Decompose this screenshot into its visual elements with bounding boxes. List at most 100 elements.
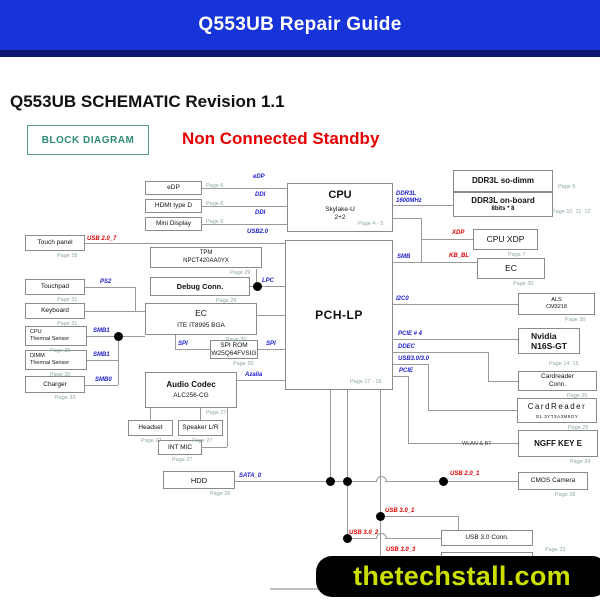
block-debug: Debug Conn. [150, 277, 250, 296]
page-ref: Page 24 [570, 459, 591, 465]
page-ref: Page 26 [210, 491, 231, 497]
page-ref: Page 6 [206, 201, 224, 207]
wire [428, 364, 429, 410]
page-ref: Page 6 [206, 183, 224, 189]
page-ref: Page 9 [558, 184, 576, 190]
block-label: EC [195, 308, 207, 318]
block-touchpad: Touchpad [25, 279, 85, 295]
block-sublabel: 8bits * 8 [491, 205, 515, 212]
signal-label: USB 2.0_7 [87, 236, 117, 242]
wire [393, 262, 477, 263]
signal-label: I2C0 [396, 296, 409, 302]
watermark-bar: thetechstall.com [316, 556, 600, 597]
wire [258, 349, 285, 350]
block-speaker: Speaker L/R [178, 420, 223, 436]
page-ref: Page 17 - 19 [350, 379, 382, 385]
wire [393, 205, 453, 206]
block-charger: Charger [25, 376, 85, 393]
wire [237, 380, 285, 381]
page-ref: Page 30 [50, 348, 71, 354]
junction-dot [439, 477, 448, 486]
block-label: Debug Conn. [176, 282, 224, 291]
wire [175, 335, 176, 349]
block-label: CardReader [527, 402, 587, 411]
block-label: USB 3.0 Conn. [465, 534, 509, 542]
page-ref: Page 20 [233, 361, 254, 367]
signal-label: USB2.0 [247, 229, 269, 235]
block-headset: Headset [128, 420, 173, 436]
wire [200, 408, 201, 420]
wire [380, 516, 458, 517]
signal-label: PCIE [399, 368, 414, 374]
block-als: ALS CM3218 [518, 293, 595, 315]
block-label: CPU XDP [486, 234, 525, 245]
wire [421, 239, 473, 240]
block-label: Headset [138, 424, 163, 432]
block-hdmi: HDMI type D [145, 199, 202, 213]
standby-subtitle: Non Connected Standby [182, 129, 380, 148]
signal-label: XDP [452, 230, 465, 236]
signal-label: DDI [255, 210, 266, 216]
block-label: Touch panel [37, 239, 73, 247]
block-label: PCH-LP [315, 307, 363, 322]
block-label: eDP [167, 184, 180, 192]
wire [393, 364, 428, 365]
wire [85, 243, 285, 244]
block-label: Speaker L/R [182, 424, 219, 432]
block-sublabel: ITE IT8995 BGA [177, 322, 225, 330]
signal-label: SMB1 [93, 328, 110, 334]
block-dimm-thermal: DIMM Thermal Sensor [25, 350, 87, 370]
page-ref: Page 25 [568, 425, 589, 431]
block-cmos: CMOS Camera [518, 472, 588, 490]
signal-label: DDI [255, 192, 266, 198]
block-cpu-xdp: CPU XDP [473, 229, 538, 250]
wire [250, 286, 285, 287]
wire [408, 376, 409, 443]
block-label: Cardreader Conn. [541, 373, 574, 388]
block-label: DDR3L so-dimm [471, 176, 535, 186]
wire [135, 287, 136, 311]
block-edp: eDP [145, 181, 202, 195]
signal-label: USB 3.0_1 [385, 508, 415, 514]
page-ref: Page 28 [555, 492, 576, 498]
signal-label: SPI [266, 341, 276, 347]
block-label: Audio Codec [166, 379, 216, 389]
wire [347, 390, 348, 538]
block-label: DDR3L on-board [471, 196, 535, 206]
block-label: CPU Thermal Sensor [30, 329, 70, 342]
wire [345, 538, 376, 539]
junction-dot [114, 332, 123, 341]
wire [85, 360, 118, 361]
wire [393, 352, 488, 353]
page-ref: Page 30 [50, 372, 71, 378]
signal-label: PCIE # 4 [398, 331, 423, 337]
block-ngff: NGFF KEY E [518, 430, 598, 457]
wire [235, 481, 376, 482]
wire [150, 408, 151, 420]
page-ref: Page 7 [508, 252, 526, 258]
block-nvidia: Nvidia N16S-GT [518, 328, 580, 354]
footer-wire-stub [270, 588, 318, 590]
block-label: INT MIC [167, 443, 193, 451]
signal-label: DDR3L 1600MHz [396, 191, 422, 204]
wire [458, 516, 459, 530]
block-diagram-button[interactable]: BLOCK DIAGRAM [27, 125, 149, 155]
wire [85, 311, 145, 312]
block-tpm: TPM NPCT420AA0YX [150, 247, 262, 268]
block-label: Nvidia N16S-GT [531, 330, 567, 351]
junction-dot [326, 477, 335, 486]
signal-label: SMB [397, 254, 411, 260]
block-sublabel: GL 3YT3A3M9GY [535, 413, 579, 419]
page-ref: Page 25 [567, 393, 588, 399]
block-label: CPU [328, 189, 352, 201]
wire [393, 339, 518, 340]
block-spi-rom: SPI ROM W25Q64FVSIG [210, 340, 258, 359]
block-label: Touchpad [40, 283, 70, 291]
wire [380, 390, 381, 556]
page-ref: Page 27 [141, 438, 162, 444]
signal-label: USB 2.0_1 [450, 471, 480, 477]
block-cardreader: CardReader GL 3YT3A3M9GY [517, 398, 597, 423]
block-cr-conn: Cardreader Conn. [518, 371, 597, 391]
